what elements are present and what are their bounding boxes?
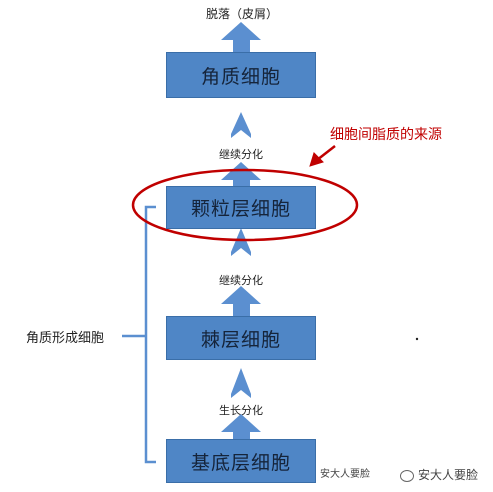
annotation-arrow xyxy=(309,145,336,167)
corner-watermark-text: 安大人要脸 xyxy=(418,468,479,482)
shedding-label: 脱落（皮屑） xyxy=(205,7,278,21)
up-arrow-granular xyxy=(221,162,261,186)
keratinocyte-bracket xyxy=(144,205,156,464)
up-arrow-spinous xyxy=(221,286,261,316)
step-upper-differentiation: 继续分化 xyxy=(219,148,263,161)
up-arrow-top xyxy=(221,22,261,52)
basal-cell-label: 基底层细胞 xyxy=(190,451,291,474)
step-growth-differentiation: 生长分化 xyxy=(219,404,263,417)
up-arrow-basal xyxy=(221,414,261,440)
spinous-cell-label: 棘层细胞 xyxy=(200,328,281,351)
granular-cell-box: 颗粒层细胞 xyxy=(166,186,316,229)
stray-dot xyxy=(415,337,419,341)
granular-cell-label: 颗粒层细胞 xyxy=(190,198,291,220)
highlight-ellipse xyxy=(131,168,359,242)
corneocyte-box: 角质细胞 xyxy=(166,52,316,98)
wechat-icon xyxy=(400,470,414,482)
basal-cell-box: 基底层细胞 xyxy=(166,439,316,483)
inline-watermark: 安大人要脸 xyxy=(320,469,370,480)
chevron-up-icon xyxy=(231,368,251,398)
chevron-up-icon xyxy=(231,228,251,256)
lipid-source-annotation: 细胞间脂质的来源 xyxy=(330,127,442,143)
spinous-cell-box: 棘层细胞 xyxy=(166,316,316,360)
corneocyte-label: 角质细胞 xyxy=(200,65,281,88)
step-middle-differentiation: 继续分化 xyxy=(219,274,263,287)
corner-watermark: 安大人要脸 xyxy=(400,466,478,483)
keratinocyte-label: 角质形成细胞 xyxy=(26,331,105,346)
chevron-up-icon xyxy=(231,112,251,138)
